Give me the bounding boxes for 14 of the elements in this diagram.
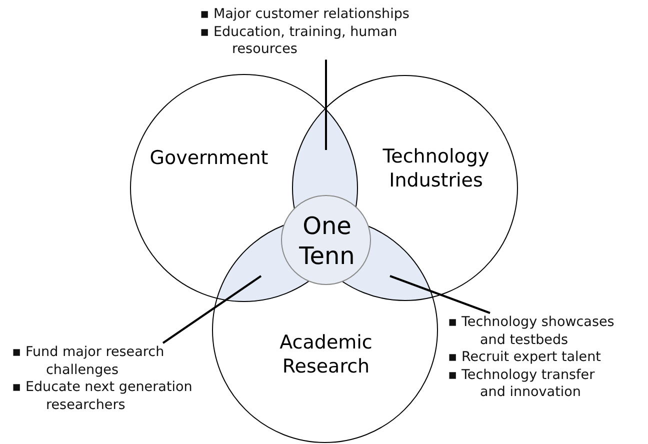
leader-line bbox=[162, 275, 262, 344]
bullet-text: ▪ Technology showcases and testbeds bbox=[447, 314, 616, 350]
overlap-region bbox=[292, 108, 358, 208]
bullet-text: ▪ Education, training, human resources bbox=[199, 24, 398, 59]
bullet-text: ▪ Major customer relationships bbox=[199, 6, 410, 24]
bullet-text: ▪ Fund major research challenges bbox=[11, 344, 166, 380]
bullet-text: ▪ Technology transfer and innovation bbox=[447, 366, 596, 402]
leader-line bbox=[390, 275, 490, 314]
bullet-text: ▪ Recruit expert talent bbox=[447, 349, 602, 367]
circle-label: Government bbox=[148, 147, 270, 171]
circle-label: Technology Industries bbox=[382, 145, 490, 193]
center-label: One Tenn bbox=[298, 211, 356, 271]
circle-label: Academic Research bbox=[278, 331, 374, 379]
bullet-text: ▪ Educate next generation researchers bbox=[11, 379, 194, 414]
